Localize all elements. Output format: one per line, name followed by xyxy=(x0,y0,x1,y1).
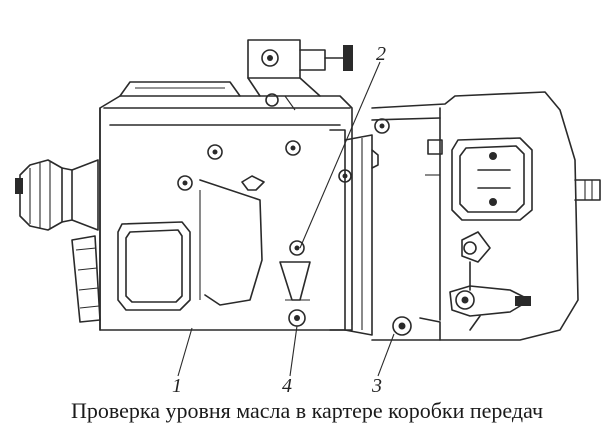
rear-housing xyxy=(371,91,601,341)
callout-4: 4 xyxy=(282,375,292,397)
shift-cover xyxy=(247,39,353,111)
center-flange xyxy=(329,129,379,336)
callout-1: 1 xyxy=(172,375,182,397)
callout-3: 3 xyxy=(371,375,382,397)
callout-2: 2 xyxy=(376,43,386,65)
clutch-housing-lower xyxy=(71,235,101,323)
main-housing xyxy=(99,81,353,331)
input-flange xyxy=(15,159,99,231)
figure-caption: Проверка уровня масла в картере коробки … xyxy=(70,398,544,423)
leader-lines xyxy=(177,61,395,377)
